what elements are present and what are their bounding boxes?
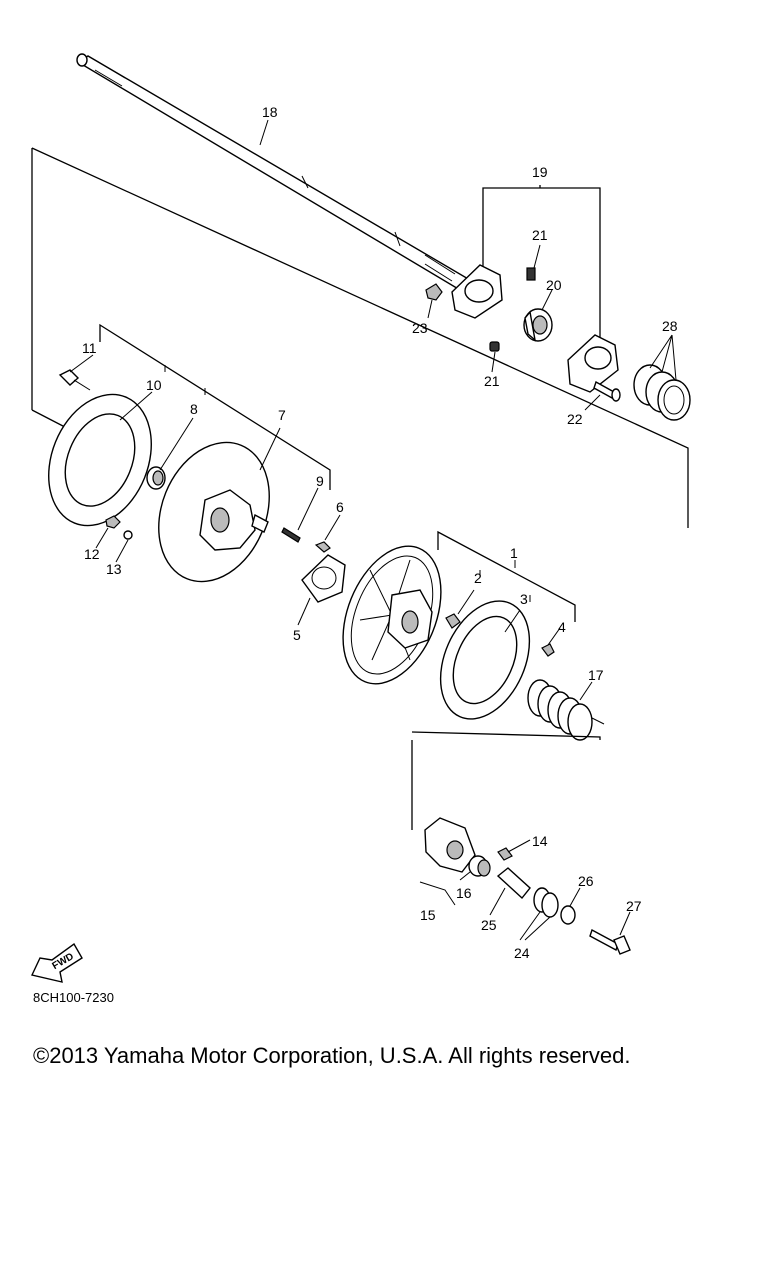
callout-24: 24 [514,945,530,961]
callout-21-bottom: 21 [484,373,500,389]
callout-8: 8 [190,401,198,417]
callout-6: 6 [336,499,344,515]
callout-19: 19 [532,164,548,180]
shim-washers [633,364,691,421]
fixed-sheave [158,441,270,583]
callout-23: 23 [412,320,428,336]
slider-bushing [468,855,491,877]
bolt-2 [445,613,461,629]
callout-1: 1 [510,545,518,561]
leader-lines [69,119,677,941]
callout-12: 12 [84,546,100,562]
callout-5: 5 [293,627,301,643]
callout-4: 4 [558,619,566,635]
bolt-27 [589,928,631,955]
gasket [301,554,346,603]
bolt-22 [593,380,621,402]
callout-26: 26 [578,873,594,889]
washer-13 [123,530,133,540]
callout-25: 25 [481,917,497,933]
bearing-housing-left [451,264,503,319]
callout-18: 18 [262,104,278,120]
movable-sheave [342,545,442,685]
callout-3: 3 [520,591,528,607]
callout-7: 7 [278,407,286,423]
bolt-12 [105,515,121,529]
ring-plate [48,393,152,527]
bolt-4 [541,643,555,657]
callout-9: 9 [316,473,324,489]
callout-22: 22 [567,411,583,427]
bearing [523,308,553,342]
callout-numbers: 1 2 3 4 5 6 7 8 9 10 11 12 13 14 15 16 1… [82,104,678,961]
ring-plate-3 [439,600,531,720]
callout-2: 2 [474,570,482,586]
set-screw-top [526,267,536,281]
nut-23 [425,283,443,301]
diagram-code: 8CH100-7230 [33,990,114,1005]
callout-10: 10 [146,377,162,393]
callout-11: 11 [82,340,97,356]
bolt-11 [58,369,91,391]
bearing-housing-right [567,334,619,393]
callout-20: 20 [546,277,562,293]
parts-diagram: FWD 1 2 3 4 5 6 [30,53,691,983]
collar-25 [496,867,531,900]
callout-17: 17 [588,667,604,683]
drive-shaft [76,53,472,291]
stud-9 [281,527,301,543]
set-screw-bottom [489,341,500,352]
callout-27: 27 [626,898,642,914]
callout-16: 16 [456,885,472,901]
washer-26 [560,905,576,925]
bolt-6 [314,541,331,553]
nut-14 [497,847,513,861]
spring [527,679,605,741]
oil-seal [146,466,166,490]
callout-15: 15 [420,907,436,923]
torque-cam [424,817,476,873]
fwd-arrow-icon: FWD [30,942,83,983]
callout-28: 28 [662,318,678,334]
bushings-24 [533,887,559,918]
copyright-notice: ©2013 Yamaha Motor Corporation, U.S.A. A… [33,1043,631,1068]
callout-21-top: 21 [532,227,548,243]
callout-13: 13 [106,561,122,577]
callout-14: 14 [532,833,548,849]
